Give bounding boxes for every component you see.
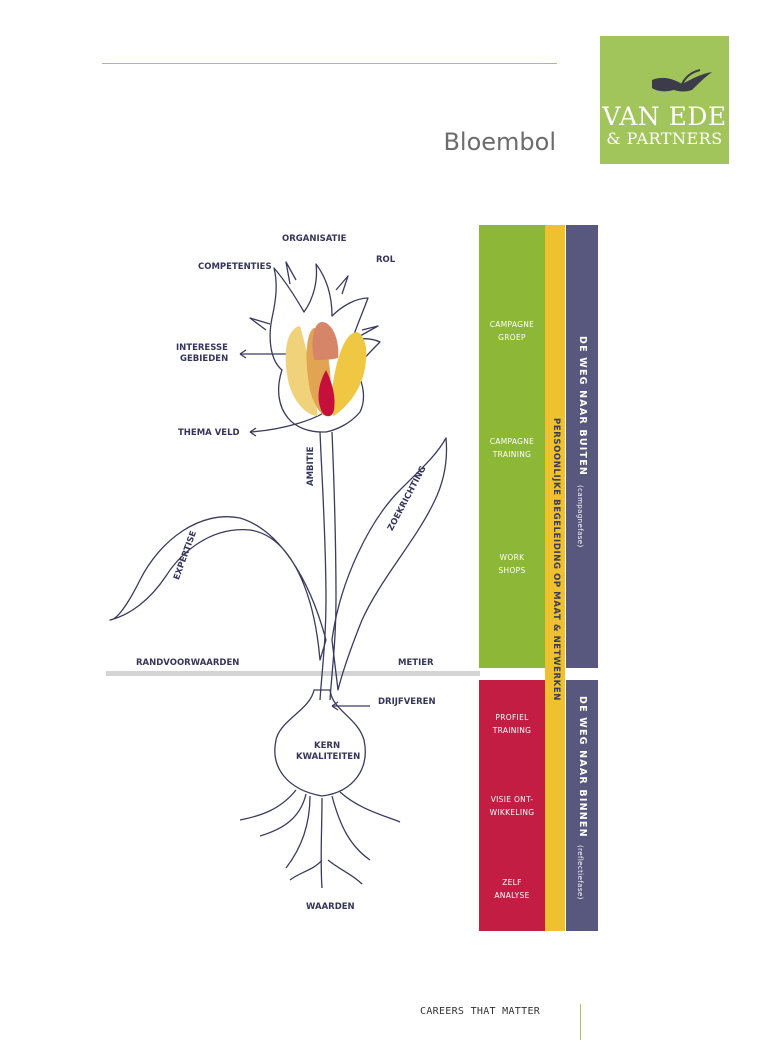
campagnefase-text: (campagnefase)	[576, 485, 584, 548]
weg-naar-binnen-column: DE WEG NAAR BINNEN (reflectiefase)	[566, 680, 598, 931]
red-item-2-line2: WIKKELING	[489, 808, 535, 817]
green-item-1: CAMPAGNE GROEP	[479, 318, 545, 344]
logo-text-line1: VAN EDE	[602, 102, 727, 131]
green-item-1-line2: GROEP	[498, 333, 526, 342]
bird-icon	[652, 69, 712, 92]
tulip-illustration	[106, 261, 480, 889]
label-interesse-1: INTERESSE	[176, 343, 228, 353]
ground-line	[106, 671, 480, 676]
weg-naar-buiten-column: DE WEG NAAR BUITEN (campagnefase)	[566, 225, 598, 668]
label-kern-1: KERN	[314, 741, 341, 751]
reflectiefase-text: (reflectiefase)	[576, 845, 584, 900]
red-item-2-line1: VISIE ONT-	[490, 795, 534, 804]
label-competenties: COMPETENTIES	[198, 262, 272, 272]
begeleiding-column: PERSOONLIJKE BEGELEIDING OP MAAT & NETWE…	[545, 225, 565, 931]
label-ambitie: AMBITIE	[306, 446, 316, 486]
green-item-3: WORK SHOPS	[479, 551, 545, 577]
label-drijfveren: DRIJFVEREN	[378, 697, 436, 707]
green-item-3-line2: SHOPS	[498, 566, 526, 575]
campagne-column: CAMPAGNE GROEP CAMPAGNE TRAINING WORK SH…	[479, 225, 545, 668]
red-item-2: VISIE ONT- WIKKELING	[479, 793, 545, 819]
reflectie-column: PROFIEL TRAINING VISIE ONT- WIKKELING ZE…	[479, 680, 545, 931]
footer-tagline: CAREERS THAT MATTER	[420, 1006, 541, 1017]
green-item-2-line2: TRAINING	[492, 450, 532, 459]
begeleiding-text: PERSOONLIJKE BEGELEIDING OP MAAT & NETWE…	[551, 418, 561, 701]
green-item-3-line1: WORK	[499, 553, 525, 562]
red-item-1-line2: TRAINING	[492, 726, 532, 735]
red-item-1: PROFIEL TRAINING	[479, 711, 545, 737]
red-item-3-line1: ZELF	[502, 878, 522, 887]
logo: VAN EDE & PARTNERS	[600, 36, 729, 164]
red-item-1-line1: PROFIEL	[495, 713, 529, 722]
weg-naar-buiten-text: DE WEG NAAR BUITEN	[577, 336, 588, 477]
green-item-1-line1: CAMPAGNE	[489, 320, 535, 329]
label-metier: METIER	[398, 658, 434, 668]
label-rol: ROL	[376, 255, 396, 265]
label-randvoorwaarden: RANDVOORWAARDEN	[136, 658, 240, 668]
label-waarden: WAARDEN	[306, 902, 355, 912]
weg-naar-binnen-text: DE WEG NAAR BINNEN	[577, 696, 588, 838]
page-title: Bloembol	[443, 128, 556, 156]
label-thema-veld: THEMA VELD	[178, 428, 240, 438]
header-rule	[102, 63, 557, 64]
footer-rule	[580, 1004, 581, 1040]
label-kern-2: KWALITEITEN	[296, 752, 361, 762]
green-item-2: CAMPAGNE TRAINING	[479, 435, 545, 461]
label-organisatie: ORGANISATIE	[282, 234, 347, 244]
red-item-3-line2: ANALYSE	[494, 891, 530, 900]
green-item-2-line1: CAMPAGNE	[489, 437, 535, 446]
red-item-3: ZELF ANALYSE	[479, 876, 545, 902]
logo-text-line2: & PARTNERS	[606, 129, 723, 148]
label-interesse-2: GEBIEDEN	[180, 354, 229, 364]
